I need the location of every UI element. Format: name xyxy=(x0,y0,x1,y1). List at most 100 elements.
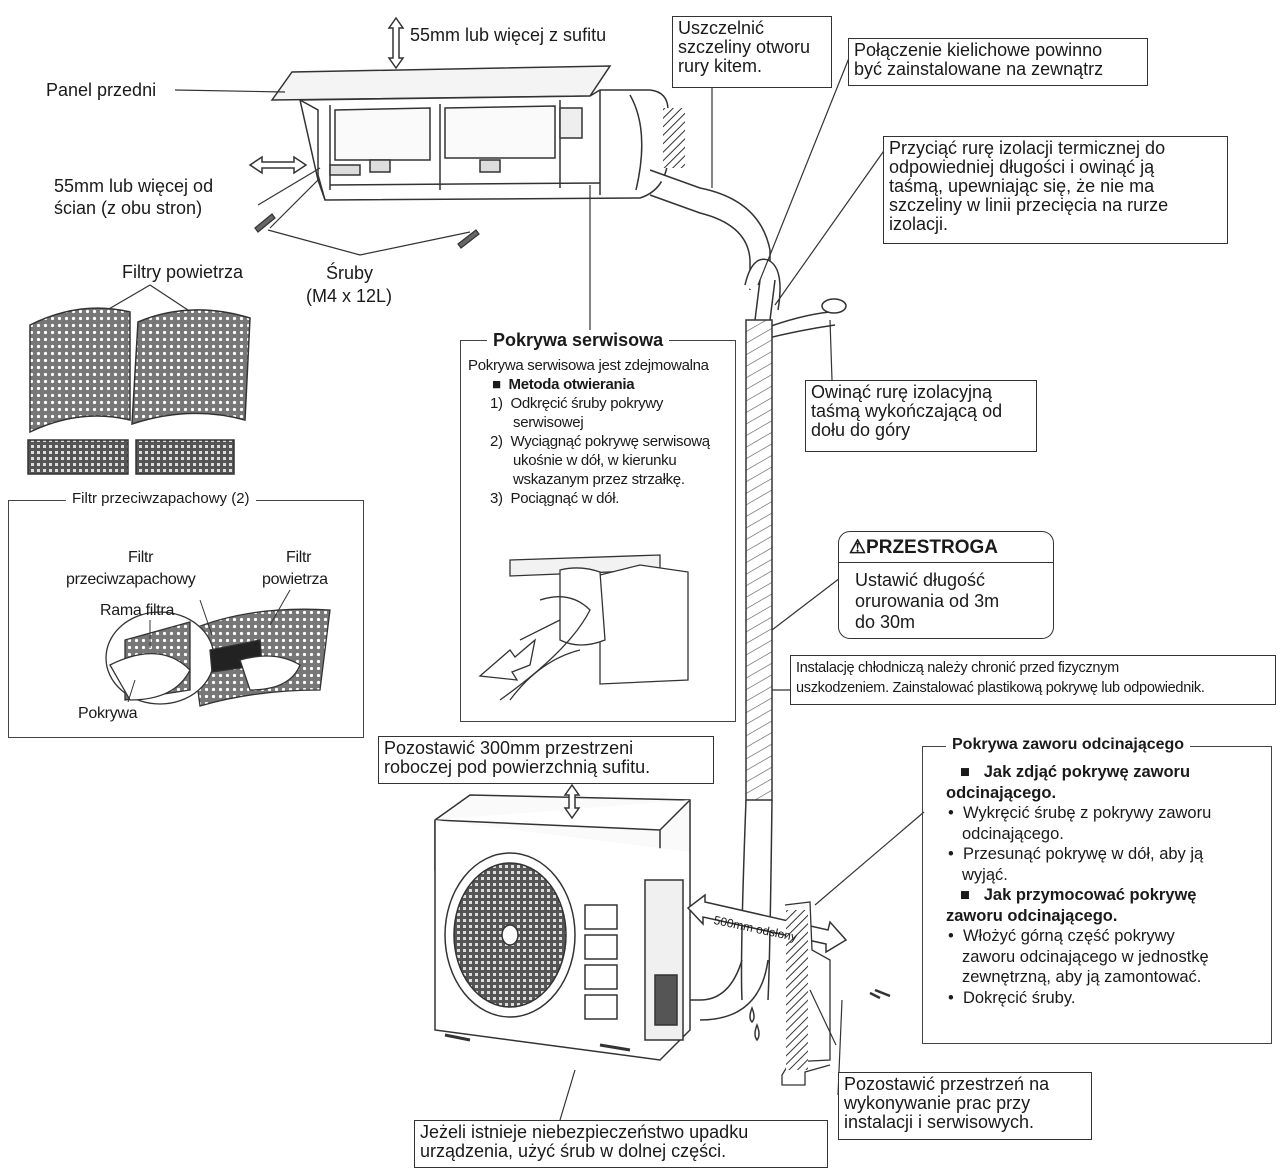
screws xyxy=(254,213,480,249)
service-step-line: wskazanym przez strzałkę. xyxy=(513,471,685,488)
wall-clearance-label-1: 55mm lub więcej od xyxy=(54,176,214,196)
attach-step-line: zewnętrzną, aby ją zamontować. xyxy=(962,968,1202,986)
protect-note: Instalację chłodniczą należy chronić prz… xyxy=(790,655,1276,705)
remove-step: • Przesunąć pokrywę w dół, aby ją xyxy=(948,845,1204,863)
wall-clearance-label-2: ścian (z obu stron) xyxy=(54,198,203,218)
service-cover-text: Pokrywa serwisowa jest zdejmowalna ■ Met… xyxy=(468,356,732,508)
caution-box: ⚠PRZESTROGA Ustawić długość orurowania o… xyxy=(838,531,1054,639)
service-space-note: Pozostawić przestrzeń na wykonywanie pra… xyxy=(838,1072,1092,1140)
attach-heading-text: Jak przymocować pokrywę xyxy=(983,886,1197,904)
step-number: 1) xyxy=(490,395,503,412)
step-number: 3) xyxy=(490,490,503,507)
fall-note-line: Jeżeli istnieje niebezpieczeństwo upadku xyxy=(420,1122,749,1142)
attach-step: • Włożyć górną część pokrywy xyxy=(948,927,1175,945)
attach-step: • Dokręcić śruby. xyxy=(948,988,1076,1007)
protect-note-line: uszkodzeniem. Zainstalować plastikową po… xyxy=(796,680,1205,696)
attach-heading-line: zaworu odcinającego. xyxy=(946,906,1118,925)
service-step-line: serwisowej xyxy=(513,414,584,431)
remove-heading-text: Jak zdjąć pokrywę zaworu xyxy=(983,763,1191,781)
indoor-unit xyxy=(270,65,669,201)
insulation-note-line: Przyciąć rurę izolacji termicznej do xyxy=(889,138,1166,158)
remove-step-line: wyjąć. xyxy=(962,865,1008,884)
valve-cover-title: Pokrywa zaworu odcinającego xyxy=(946,736,1191,754)
fall-note: Jeżeli istnieje niebezpieczeństwo upadku… xyxy=(414,1120,828,1168)
service-cover-title: Pokrywa serwisowa xyxy=(487,330,670,351)
service-step-line: 1) Odkręcić śruby pokrywy xyxy=(468,394,732,413)
wrap-note: Owinąć rurę izolacyjną taśmą wykończając… xyxy=(805,380,1037,452)
filter-deo-label-2: przeciwzapachowy xyxy=(66,571,196,588)
remove-step: • Wykręcić śrubę z pokrywy zaworu xyxy=(948,804,1212,822)
attach-step-text: Włożyć górną część pokrywy xyxy=(962,927,1175,945)
service-space-line: wykonywanie prac przy xyxy=(844,1093,1031,1113)
filter-detail-art xyxy=(105,608,331,707)
protect-note-line: Instalację chłodniczą należy chronić prz… xyxy=(796,660,1119,676)
service-space-line: instalacji i serwisowych. xyxy=(844,1112,1035,1132)
wrap-note-line: dołu do góry xyxy=(811,420,911,440)
step-number: 2) xyxy=(490,433,503,450)
insulation-note-line: szczeliny w linii przecięcia na rurze xyxy=(889,195,1169,215)
filter-cover-label: Pokrywa xyxy=(78,705,138,722)
fall-note-line: urządzenia, użyć śrub w dolnej części. xyxy=(420,1141,727,1161)
clearance-note-line: Pozostawić 300mm przestrzeni xyxy=(384,738,634,758)
clearance-note: Pozostawić 300mm przestrzeni roboczej po… xyxy=(378,736,714,784)
air-filters xyxy=(27,307,251,475)
remove-step-line: odcinającego. xyxy=(962,824,1064,843)
insulation-note-line: taśmą, upewniając się, że nie ma xyxy=(889,176,1155,196)
insulation-note: Przyciąć rurę izolacji termicznej do odp… xyxy=(883,136,1228,244)
air-filter-label-2: powietrza xyxy=(262,571,328,588)
filter-deo-label-1: Filtr xyxy=(128,549,154,566)
screws-label-2: (M4 x 12L) xyxy=(306,286,393,306)
filter-frame-label: Rama filtra xyxy=(100,602,175,619)
clearance-arrow xyxy=(563,783,581,820)
wall-hatch xyxy=(663,108,685,168)
remove-heading-line: odcinającego. xyxy=(946,783,1057,802)
service-cover-removable: Pokrywa serwisowa jest zdejmowalna xyxy=(468,357,709,374)
remove-heading: ■ Jak zdjąć pokrywę zaworu xyxy=(960,763,1191,781)
service-cover-art xyxy=(478,554,689,701)
wrap-note-line: taśmą wykończającą od xyxy=(811,401,1003,421)
service-cover-method: ■ Metoda otwierania xyxy=(492,376,635,393)
caution-header: ⚠PRZESTROGA xyxy=(849,536,998,559)
service-step-line: ukośnie w dół, w kierunku xyxy=(513,452,677,469)
remove-step-text: Przesunąć pokrywę w dół, aby ją xyxy=(962,845,1204,863)
service-cover-method-text: Metoda otwierania xyxy=(508,376,635,393)
step-text: Odkręcić śruby pokrywy xyxy=(510,395,664,412)
service-step-line: 2) Wyciągnąć pokrywę serwisową xyxy=(468,432,732,451)
remove-step-text: Wykręcić śrubę z pokrywy zaworu xyxy=(962,804,1212,822)
piping xyxy=(649,169,847,1042)
service-step-line: 3) Pociągnąć w dół. xyxy=(468,489,732,508)
seal-note-line: rury kitem. xyxy=(678,56,763,76)
seal-note-line: szczeliny otworu xyxy=(678,37,811,57)
screws-label-1: Śruby xyxy=(326,263,374,283)
ceiling-clearance-label: 55mm lub więcej z sufitu xyxy=(410,25,607,45)
wall-arrow xyxy=(248,155,308,175)
caution-text: Ustawić długość orurowania od 3m do 30m xyxy=(855,570,999,633)
caution-line: orurowania od 3m xyxy=(855,591,1000,611)
caution-line: Ustawić długość xyxy=(855,570,986,590)
clearance-note-line: roboczej pod powierzchnią sufitu. xyxy=(384,757,651,777)
wrap-note-line: Owinąć rurę izolacyjną xyxy=(811,382,993,402)
step-text: Wyciągnąć pokrywę serwisową xyxy=(510,433,711,450)
step-text: Pociągnąć w dół. xyxy=(510,490,620,507)
valve-cover-text: ■ Jak zdjąć pokrywę zaworu odcinającego.… xyxy=(946,762,1211,1008)
service-space-line: Pozostawić przestrzeń na xyxy=(844,1074,1050,1094)
valve-cover-art xyxy=(781,901,891,1086)
flare-note: Połączenie kielichowe powinno być zainst… xyxy=(848,38,1148,86)
seal-note-line: Uszczelnić xyxy=(678,18,765,38)
flare-note-line: być zainstalowane na zewnątrz xyxy=(854,59,1104,79)
caution-title: PRZESTROGA xyxy=(866,537,998,558)
attach-step-text: Dokręcić śruby. xyxy=(962,988,1076,1007)
seal-note: Uszczelnić szczeliny otworu rury kitem. xyxy=(672,16,832,88)
insulation-note-line: izolacji. xyxy=(889,214,949,234)
air-filter-label-1: Filtr xyxy=(286,549,312,566)
attach-step-line: zaworu odcinającego w jednostkę xyxy=(962,947,1209,966)
insulation-note-line: odpowiedniej długości i owinąć ją xyxy=(889,157,1155,177)
flare-note-line: Połączenie kielichowe powinno xyxy=(854,40,1103,60)
air-filters-label: Filtry powietrza xyxy=(122,262,244,282)
ceiling-arrow xyxy=(387,16,405,70)
deodorizing-filter-panel xyxy=(8,500,364,738)
deodorizing-filter-title: Filtr przeciwzapachowy (2) xyxy=(66,490,256,507)
caution-divider xyxy=(839,562,1053,563)
